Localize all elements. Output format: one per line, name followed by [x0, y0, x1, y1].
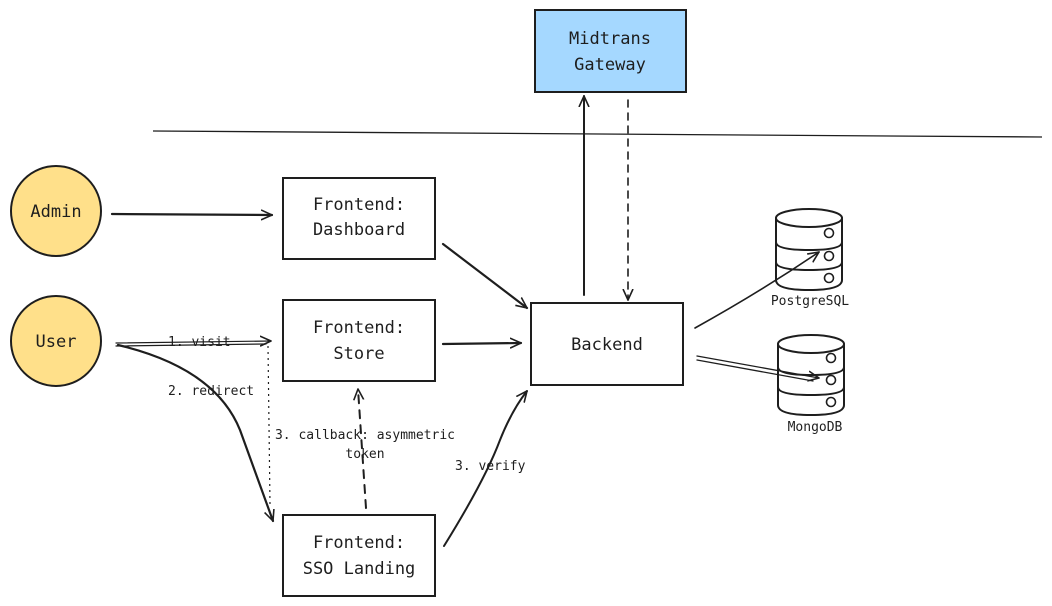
edge-label-callback: 3. callback: asymmetric — [275, 428, 455, 443]
mongodb-node[interactable]: MongoDB — [777, 334, 845, 435]
boundary-line — [152, 130, 1043, 138]
midtrans-gateway-subtitle: Gateway — [574, 55, 646, 75]
frontend-dashboard-subtitle: Dashboard — [313, 220, 405, 240]
postgresql-label: PostgreSQL — [771, 294, 849, 309]
edge-dashboard-to-backend[interactable] — [441, 242, 529, 310]
edge-sso-to-store-callback[interactable] — [358, 388, 367, 509]
edge-sso-to-backend-verify[interactable] — [443, 390, 528, 547]
admin-actor[interactable]: Admin — [10, 165, 102, 257]
edge-backend-to-mongodb[interactable] — [696, 355, 819, 378]
database-icon — [775, 208, 843, 291]
edge-user-to-store-visit[interactable] — [115, 341, 271, 343]
mongodb-label: MongoDB — [788, 420, 843, 435]
backend-label: Backend — [571, 335, 643, 355]
database-icon — [777, 334, 845, 416]
frontend-store-title: Frontend: — [313, 318, 405, 338]
edge-backend-to-postgresql[interactable] — [694, 251, 820, 329]
backend-box — [530, 302, 684, 386]
edge-user-to-store-visit-second-stroke — [115, 343, 267, 347]
edge-label-callback-token: token — [345, 447, 384, 462]
backend-node[interactable]: Backend — [530, 302, 684, 386]
midtrans-gateway-box — [534, 9, 687, 93]
user-actor[interactable]: User — [10, 295, 102, 387]
frontend-dashboard-title: Frontend: — [313, 195, 405, 215]
frontend-store-subtitle: Store — [333, 344, 384, 364]
user-label: User — [36, 332, 77, 352]
midtrans-gateway-title: Midtrans — [569, 29, 651, 49]
frontend-sso-landing-node[interactable]: Frontend: SSO Landing — [282, 514, 436, 597]
frontend-sso-landing-title: Frontend: — [313, 533, 405, 553]
edge-label-visit: 1. visit — [168, 335, 231, 350]
edge-label-redirect: 2. redirect — [168, 384, 254, 399]
admin-circle — [10, 165, 102, 257]
edge-backend-to-mongodb-second-stroke — [696, 359, 814, 382]
frontend-sso-landing-subtitle: SSO Landing — [303, 559, 416, 579]
edge-dotted-guide — [267, 345, 271, 506]
edge-label-verify: 3. verify — [455, 459, 526, 474]
edge-user-to-sso-redirect[interactable] — [116, 343, 273, 523]
postgresql-node[interactable]: PostgreSQL — [771, 208, 849, 309]
admin-label: Admin — [30, 202, 81, 222]
user-circle — [10, 295, 102, 387]
edge-store-to-backend[interactable] — [441, 343, 523, 344]
frontend-dashboard-box — [282, 177, 436, 260]
frontend-dashboard-node[interactable]: Frontend: Dashboard — [282, 177, 436, 260]
frontend-store-box — [282, 299, 436, 382]
midtrans-gateway-node[interactable]: Midtrans Gateway — [534, 9, 687, 93]
edge-admin-to-dashboard[interactable] — [110, 214, 274, 215]
frontend-store-node[interactable]: Frontend: Store — [282, 299, 436, 382]
frontend-sso-landing-box — [282, 514, 436, 597]
